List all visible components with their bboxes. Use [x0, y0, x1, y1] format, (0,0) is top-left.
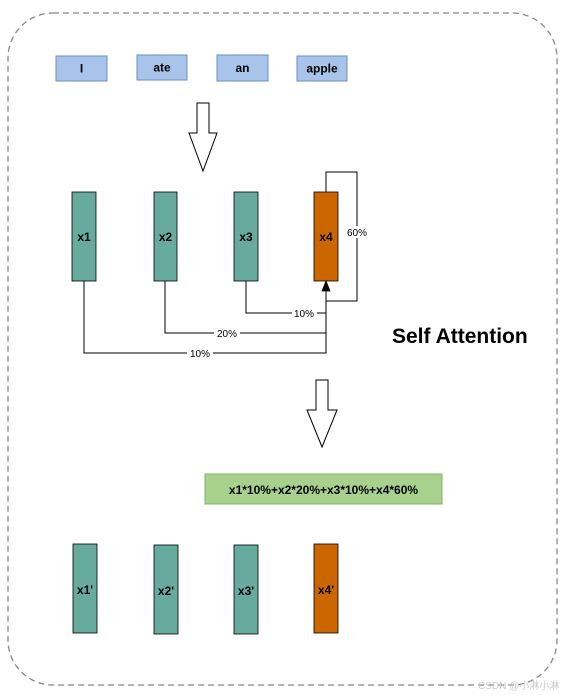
- token-box: apple: [296, 55, 348, 82]
- output-vector: x3': [233, 544, 259, 635]
- connector-x2: [164, 281, 326, 334]
- output-vector: x1': [72, 543, 98, 634]
- formula-text: x1*10%+x2*20%+x3*10%+x4*60%: [229, 483, 418, 497]
- vector-label: x3': [238, 584, 254, 598]
- input-vector: x1: [71, 191, 97, 282]
- weight-label-x3: 10%: [294, 309, 314, 320]
- connector-x1: [83, 281, 327, 354]
- outer-frame: [7, 12, 558, 686]
- token-label: I: [80, 62, 83, 76]
- arrowhead-icon: [321, 279, 331, 292]
- connector-x4: [325, 171, 358, 302]
- vector-label: x4': [318, 583, 334, 597]
- token-label: an: [235, 61, 249, 75]
- input-vector-highlighted: x4: [313, 191, 339, 282]
- watermark: CSDN @小淋小淋: [478, 681, 560, 692]
- vector-label: x2': [158, 584, 174, 598]
- weight-label-x4: 60%: [347, 228, 367, 239]
- diagram-title: Self Attention: [392, 325, 528, 348]
- output-vector-highlighted: x4': [313, 543, 339, 634]
- token-label: apple: [306, 62, 338, 76]
- output-vector: x2': [153, 544, 179, 635]
- weight-label-x1: 10%: [190, 349, 210, 360]
- input-vector: x3: [233, 191, 259, 282]
- vector-label: x4: [319, 230, 333, 244]
- down-arrow-icon: [306, 379, 338, 449]
- token-box: I: [55, 55, 108, 82]
- token-box: ate: [136, 54, 188, 81]
- vector-label: x1': [77, 583, 93, 597]
- formula-box: x1*10%+x2*20%+x3*10%+x4*60%: [204, 473, 443, 505]
- weight-label-x2: 20%: [217, 329, 237, 340]
- token-box: an: [216, 54, 269, 82]
- input-vector: x2: [153, 191, 178, 282]
- down-arrow-icon: [188, 102, 218, 173]
- vector-label: x1: [77, 230, 91, 244]
- token-label: ate: [153, 61, 171, 75]
- vector-label: x2: [159, 230, 173, 244]
- vector-label: x3: [239, 230, 253, 244]
